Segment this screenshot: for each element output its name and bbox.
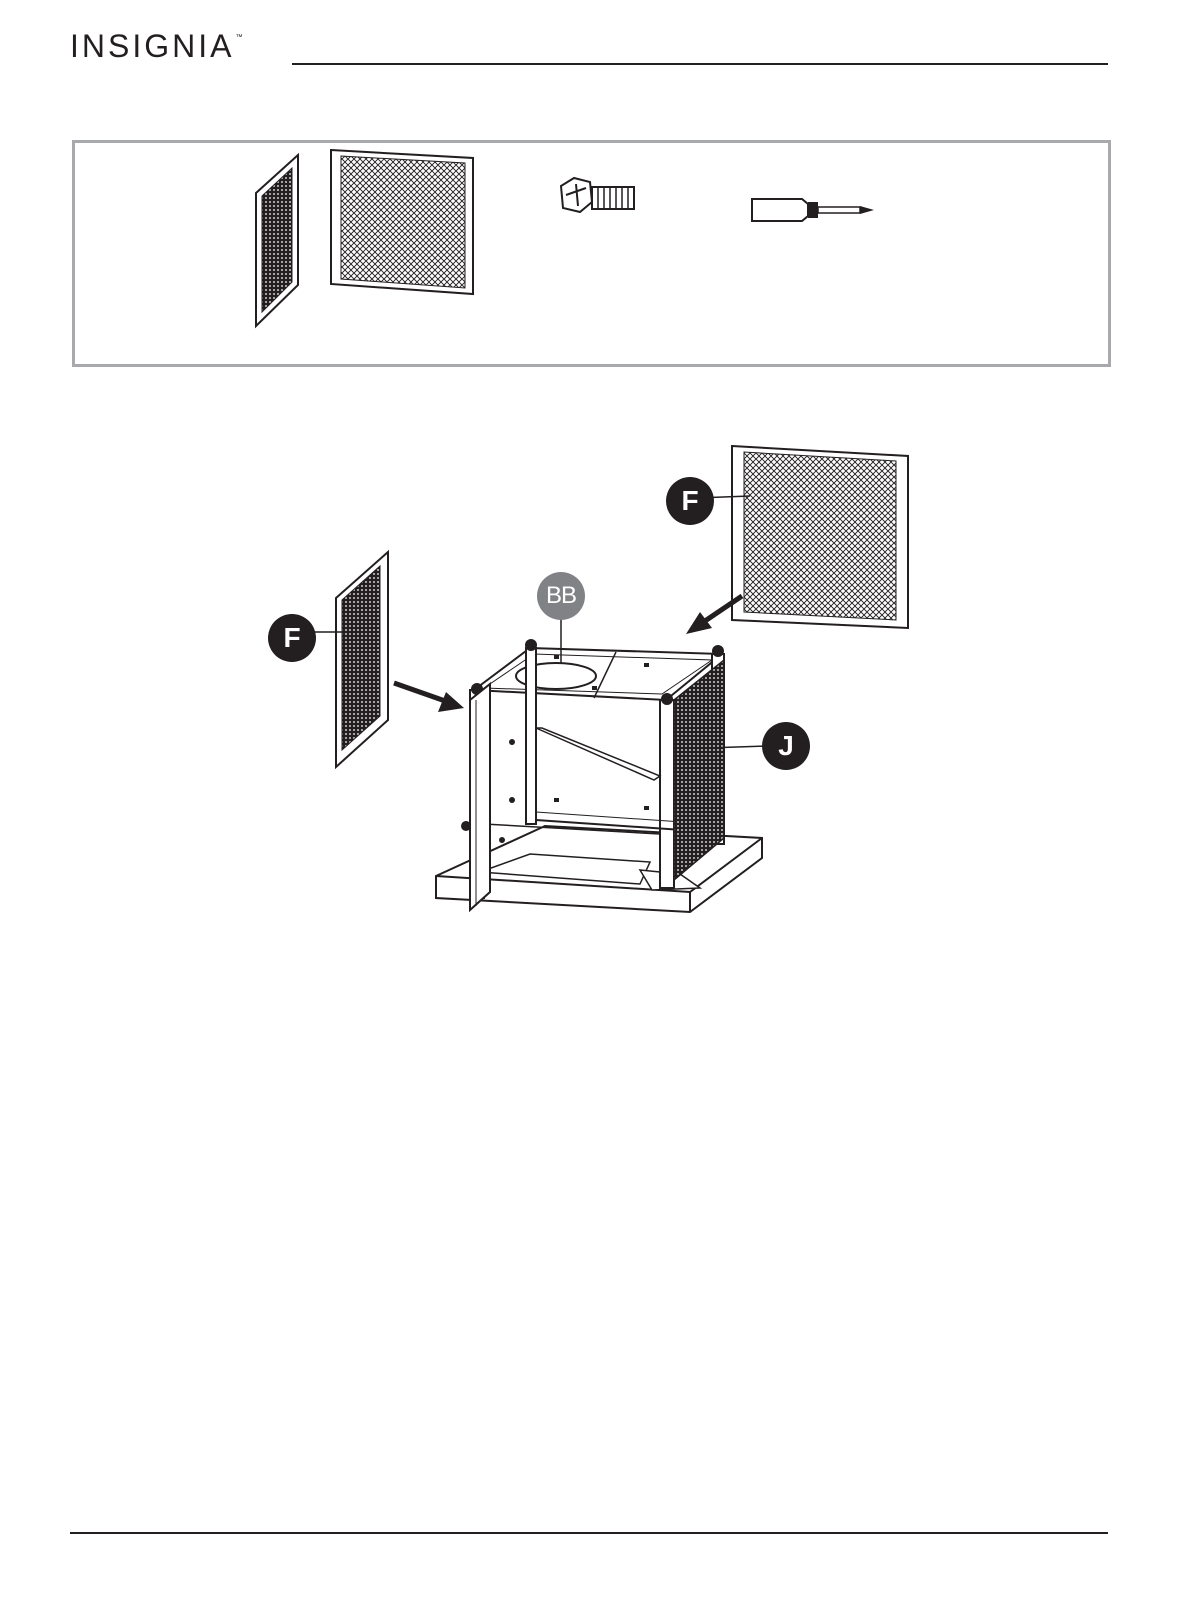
side-panel-f [336,552,388,767]
callout-j-label: J [778,730,794,762]
assembly-illustration [0,0,1190,1000]
arrow-left-panel [394,683,464,712]
callout-bb-label: BB [546,582,576,610]
callout-f-right: F [666,477,714,525]
callout-f-right-label: F [681,485,698,517]
callout-j: J [762,722,810,770]
callout-bb: BB [537,572,585,620]
callout-f-left-label: F [283,622,300,654]
callout-f-left: F [268,614,316,662]
footer-rule [70,1532,1108,1534]
back-panel-f [732,446,908,628]
